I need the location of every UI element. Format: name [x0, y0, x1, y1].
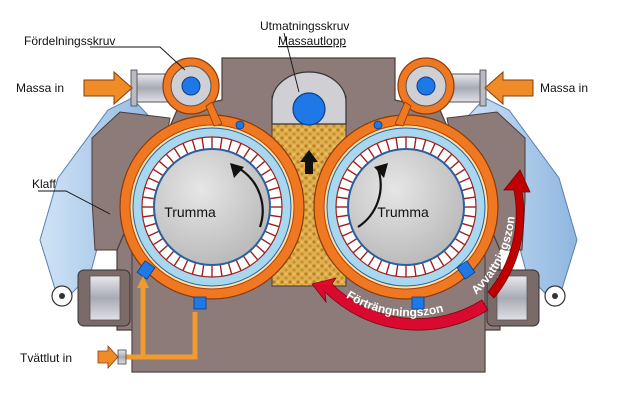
wash-header — [411, 296, 425, 310]
distribution-screw-right — [394, 57, 487, 127]
pulp-in-arrow-right — [484, 70, 534, 106]
spray-nozzle — [373, 120, 383, 130]
foot-left — [77, 269, 131, 327]
distribution-screw-left — [130, 57, 223, 127]
rotation-arrow — [239, 168, 264, 228]
drum-left — [119, 114, 305, 310]
pulp-in-arrow-left — [83, 70, 133, 106]
distribution-screw-label: Fördelningsskruv — [24, 34, 115, 48]
wash-liquor-in-label: Tvättlut in — [20, 351, 72, 365]
rotation-arrowhead — [230, 163, 244, 178]
pulp-in-label-right: Massa in — [540, 81, 588, 95]
flap-label: Klaff — [32, 177, 56, 191]
outlet-arrow — [300, 150, 318, 174]
displacement-zone-arrow — [311, 277, 489, 331]
spray-nozzle — [235, 120, 245, 130]
rotation-arrowhead — [374, 163, 388, 178]
wash-header — [456, 260, 476, 280]
leader-lines — [38, 32, 300, 215]
wash-header — [136, 260, 156, 280]
rotation-arrow — [357, 168, 382, 228]
pulp-in-label-left: Massa in — [16, 81, 64, 95]
drum-label-left: Trumma — [164, 204, 216, 220]
wash-liquor-pipe — [117, 276, 198, 365]
discharge-screw-label: Utmatningsskruv — [260, 19, 349, 33]
discharge-screw — [292, 92, 326, 126]
drum-label-right: Trumma — [377, 204, 429, 220]
dewatering-zone-arrow — [487, 169, 531, 299]
wash-header — [193, 296, 207, 310]
pulp-outlet-label: Massautlopp — [278, 34, 346, 48]
wash-liquor-in-arrow — [97, 344, 119, 370]
drum-right — [313, 114, 499, 310]
